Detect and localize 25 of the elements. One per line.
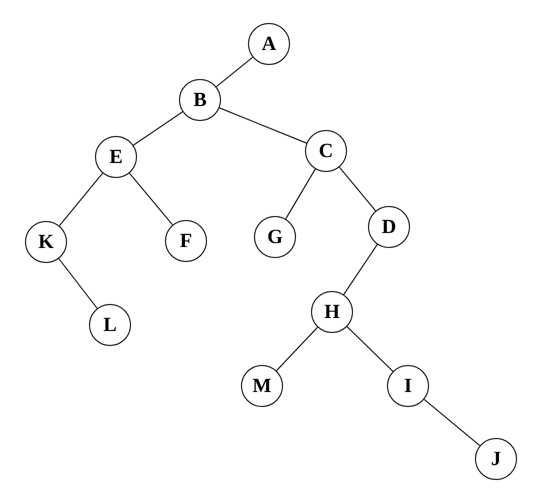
tree-node-circle: L [89,304,131,346]
tree-node-circle: B [179,79,221,121]
tree-node-circle: M [241,365,283,407]
connector-line [276,326,318,372]
tree-node-circle: H [311,291,353,333]
connector-line [216,56,254,88]
connector-line [58,258,98,309]
tree-node-circle: I [387,365,429,407]
connector-line [346,326,394,372]
tree-node-circle: E [95,136,137,178]
tree-node-circle: K [25,221,67,263]
connector-line [424,398,480,446]
connector-line [338,166,376,212]
connector-line [285,168,316,220]
tree-node-circle: D [368,206,410,248]
connector-line [343,244,378,296]
connector-line [132,111,184,146]
tree-node-circle: A [248,23,290,65]
tree-node-circle: J [475,438,517,480]
tree-node-circle: C [305,130,347,172]
tree-node-circle: G [254,216,296,258]
connector-line [128,172,174,226]
connector-line [218,107,308,144]
tree-node-circle: F [165,220,207,262]
connector-line [58,172,104,226]
